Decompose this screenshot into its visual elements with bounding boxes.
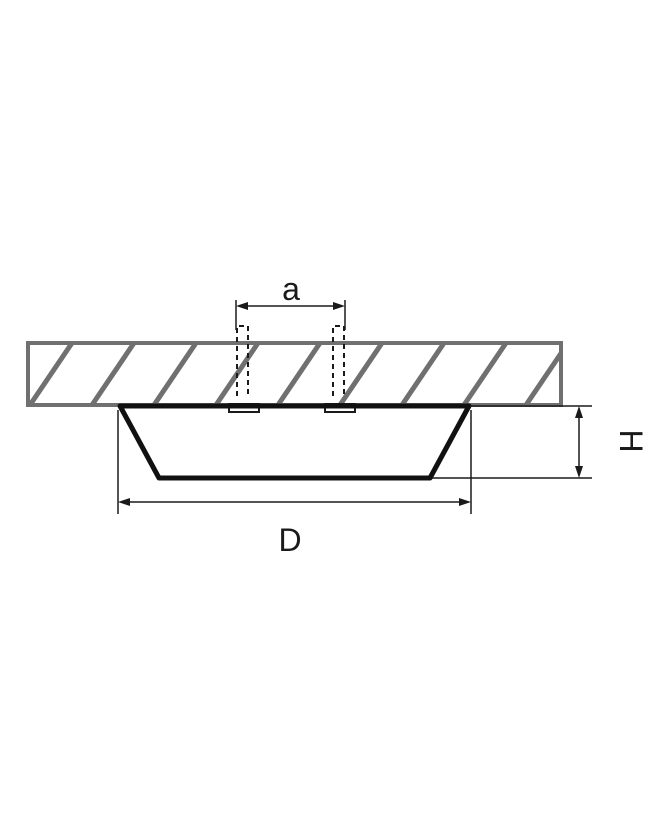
dimension-h-label: H <box>613 429 648 452</box>
dimension-h <box>432 405 592 479</box>
ceiling-outline <box>26 341 563 407</box>
dimension-d-label: D <box>278 522 301 558</box>
fixture-body <box>117 403 472 481</box>
dimension-d <box>117 410 472 514</box>
mounting-screw-right <box>324 325 356 413</box>
ceiling-slab <box>26 341 563 407</box>
dimension-a <box>235 300 346 330</box>
mounting-screw-left <box>228 325 260 413</box>
dimension-a-label: a <box>282 271 300 307</box>
mounting-screws <box>228 325 356 413</box>
ceiling-hatching <box>28 343 561 405</box>
